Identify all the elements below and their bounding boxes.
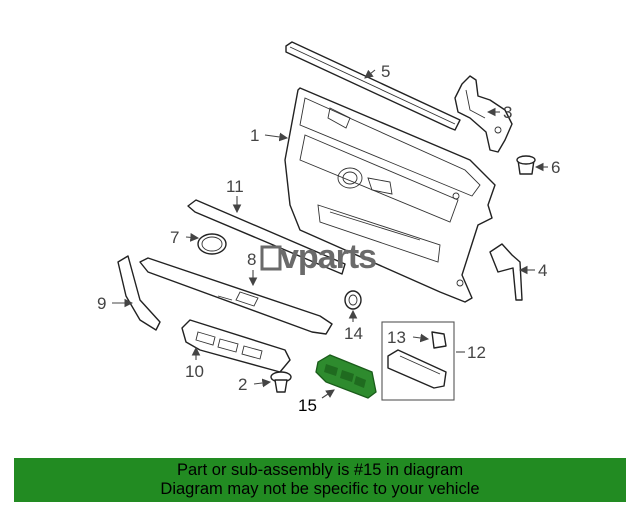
callout-1: 1 [250, 126, 259, 145]
part-1-door-trim-panel[interactable] [284, 87, 496, 303]
part-14-grommet[interactable] [344, 290, 362, 310]
vparts-logo-icon [260, 245, 282, 271]
part-13-screw[interactable] [431, 331, 447, 349]
callout-3: 3 [503, 103, 512, 122]
callout-15: 15 [298, 396, 317, 415]
callout-6: 6 [551, 158, 560, 177]
part-10-switch-bezel[interactable] [181, 319, 291, 373]
part-6-clip[interactable] [516, 155, 536, 175]
banner-line-2: Diagram may not be specific to your vehi… [160, 480, 480, 498]
banner-line-1: Part or sub-assembly is #15 in diagram [176, 461, 464, 479]
parts-diagram: vparts 5 3 1 6 11 7 8 4 9 14 13 12 10 2 … [97, 41, 560, 415]
callout-7: 7 [170, 228, 179, 247]
part-12-assembly-box[interactable] [381, 321, 455, 401]
part-2-fastener[interactable] [270, 371, 292, 393]
info-banner: Part or sub-assembly is #15 in diagram D… [14, 458, 626, 502]
callout-11: 11 [226, 177, 244, 196]
callout-13: 13 [387, 328, 406, 347]
watermark-brand: vparts [280, 238, 376, 276]
part-4-corner-trim[interactable] [489, 243, 523, 301]
callout-14: 14 [344, 324, 363, 343]
callout-4: 4 [538, 261, 547, 280]
vparts-watermark: vparts [260, 238, 377, 276]
part-5-weatherstrip[interactable] [285, 41, 461, 131]
callout-5: 5 [381, 62, 390, 81]
part-11-trim-strip[interactable] [187, 199, 346, 275]
part-8-armrest-trim[interactable] [139, 257, 333, 335]
callout-9: 9 [97, 294, 106, 313]
callout-8: 8 [247, 250, 256, 269]
part-15-window-switch[interactable] [315, 354, 377, 399]
callout-10: 10 [185, 362, 204, 381]
leader-lines [112, 69, 548, 399]
part-7-round-cover[interactable] [197, 233, 227, 255]
callout-2: 2 [238, 375, 247, 394]
callout-12: 12 [467, 343, 486, 362]
part-3-bracket[interactable] [454, 75, 513, 153]
